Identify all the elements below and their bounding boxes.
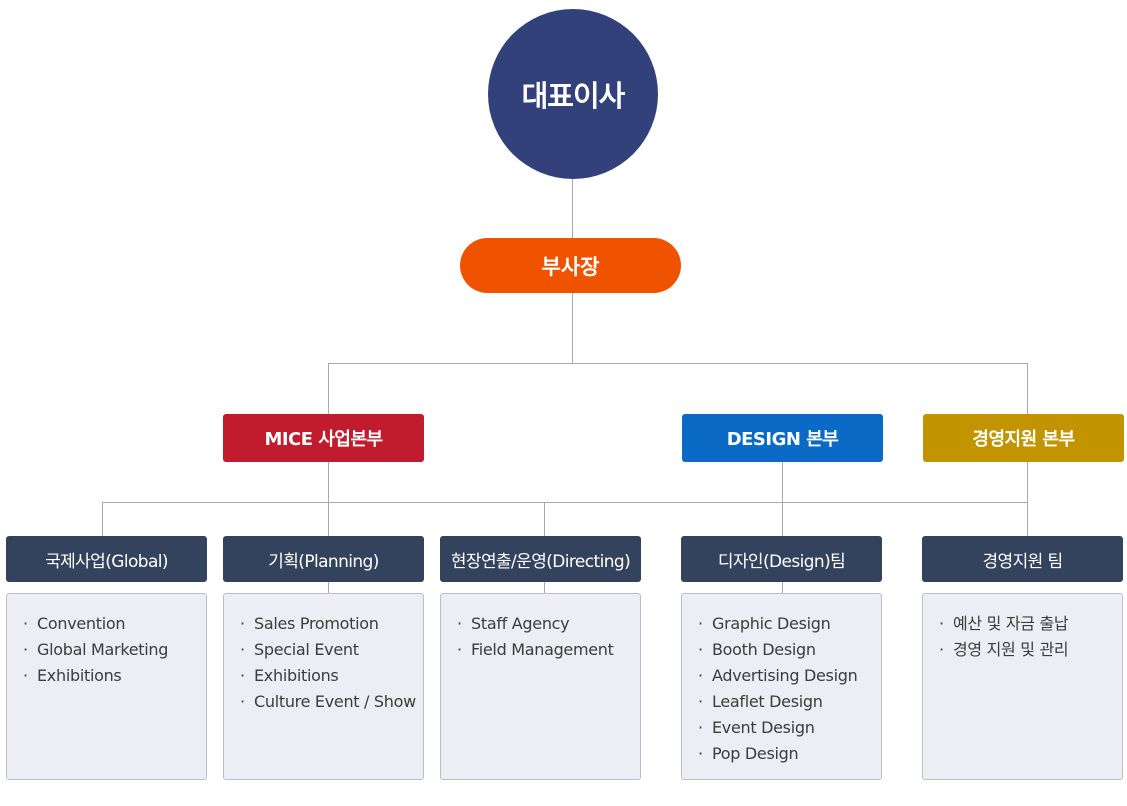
list-item: ·Graphic Design bbox=[698, 614, 831, 633]
list-item: ·Advertising Design bbox=[698, 666, 858, 685]
task-list: ·Sales Promotion ·Special Event ·Exhibit… bbox=[224, 594, 423, 715]
connector-team-drop-1 bbox=[102, 502, 103, 536]
connector-team-drop-3 bbox=[544, 502, 545, 536]
task-list: ·Staff Agency ·Field Management bbox=[441, 594, 640, 663]
team-planning: 기획(Planning) bbox=[223, 536, 424, 582]
panel-management-support: ·예산 및 자금 출납 ·경영 지원 및 관리 bbox=[922, 593, 1123, 780]
connector-team-drop-2 bbox=[328, 502, 329, 536]
team-label: 현장연출/운영(Directing) bbox=[450, 551, 631, 572]
division-management-support: 경영지원 본부 bbox=[923, 414, 1124, 462]
list-item: ·Field Management bbox=[457, 640, 614, 659]
connector-mice-down bbox=[328, 462, 329, 502]
list-item: ·Pop Design bbox=[698, 744, 799, 763]
list-item: ·Exhibitions bbox=[23, 666, 122, 685]
connector-support-down bbox=[1027, 462, 1028, 502]
panel-global: ·Convention ·Global Marketing ·Exhibitio… bbox=[6, 593, 207, 780]
team-label: 국제사업(Global) bbox=[45, 551, 168, 572]
connector-division-bus bbox=[328, 363, 1028, 364]
ceo-label: 대표이사 bbox=[521, 79, 626, 113]
team-management-support: 경영지원 팀 bbox=[922, 536, 1123, 582]
vice-president-node: 부사장 bbox=[460, 238, 681, 293]
connector-ceo-vp bbox=[572, 179, 573, 238]
connector-vp-down bbox=[572, 293, 573, 363]
connector-support-drop bbox=[1027, 363, 1028, 414]
task-list: ·예산 및 자금 출납 ·경영 지원 및 관리 bbox=[923, 594, 1122, 663]
connector-panel-2 bbox=[544, 582, 545, 593]
division-design: DESIGN 본부 bbox=[682, 414, 883, 462]
list-item: ·Staff Agency bbox=[457, 614, 570, 633]
task-list: ·Convention ·Global Marketing ·Exhibitio… bbox=[7, 594, 206, 689]
division-mice-label: MICE 사업본부 bbox=[264, 429, 383, 450]
connector-mice-drop bbox=[328, 363, 329, 414]
list-item: ·Sales Promotion bbox=[240, 614, 379, 633]
connector-team-drop-4 bbox=[782, 502, 783, 536]
ceo-node: 대표이사 bbox=[488, 9, 658, 179]
vice-president-label: 부사장 bbox=[541, 254, 600, 279]
connector-design-down bbox=[782, 462, 783, 502]
team-global: 국제사업(Global) bbox=[6, 536, 207, 582]
list-item: ·Convention bbox=[23, 614, 126, 633]
list-item: ·경영 지원 및 관리 bbox=[939, 640, 1069, 659]
connector-panel-3 bbox=[782, 582, 783, 593]
panel-directing: ·Staff Agency ·Field Management bbox=[440, 593, 641, 780]
division-management-support-label: 경영지원 본부 bbox=[972, 429, 1075, 450]
list-item: ·Event Design bbox=[698, 718, 815, 737]
team-directing: 현장연출/운영(Directing) bbox=[440, 536, 641, 582]
list-item: ·Special Event bbox=[240, 640, 359, 659]
connector-panel-1 bbox=[328, 582, 329, 593]
connector-team-drop-5 bbox=[1027, 502, 1028, 536]
connector-team-bus bbox=[102, 502, 1028, 503]
panel-planning: ·Sales Promotion ·Special Event ·Exhibit… bbox=[223, 593, 424, 780]
team-design: 디자인(Design)팀 bbox=[681, 536, 882, 582]
division-mice: MICE 사업본부 bbox=[223, 414, 424, 462]
list-item: ·Exhibitions bbox=[240, 666, 339, 685]
list-item: ·Leaflet Design bbox=[698, 692, 823, 711]
division-design-label: DESIGN 본부 bbox=[726, 429, 839, 450]
panel-design: ·Graphic Design ·Booth Design ·Advertisi… bbox=[681, 593, 882, 780]
task-list: ·Graphic Design ·Booth Design ·Advertisi… bbox=[682, 594, 881, 767]
list-item: ·Booth Design bbox=[698, 640, 816, 659]
team-label: 기획(Planning) bbox=[268, 551, 379, 572]
team-label: 디자인(Design)팀 bbox=[717, 551, 846, 572]
list-item: ·Global Marketing bbox=[23, 640, 169, 659]
list-item: ·Culture Event / Show bbox=[240, 692, 416, 711]
team-label: 경영지원 팀 bbox=[982, 551, 1063, 572]
list-item: ·예산 및 자금 출납 bbox=[939, 614, 1069, 633]
